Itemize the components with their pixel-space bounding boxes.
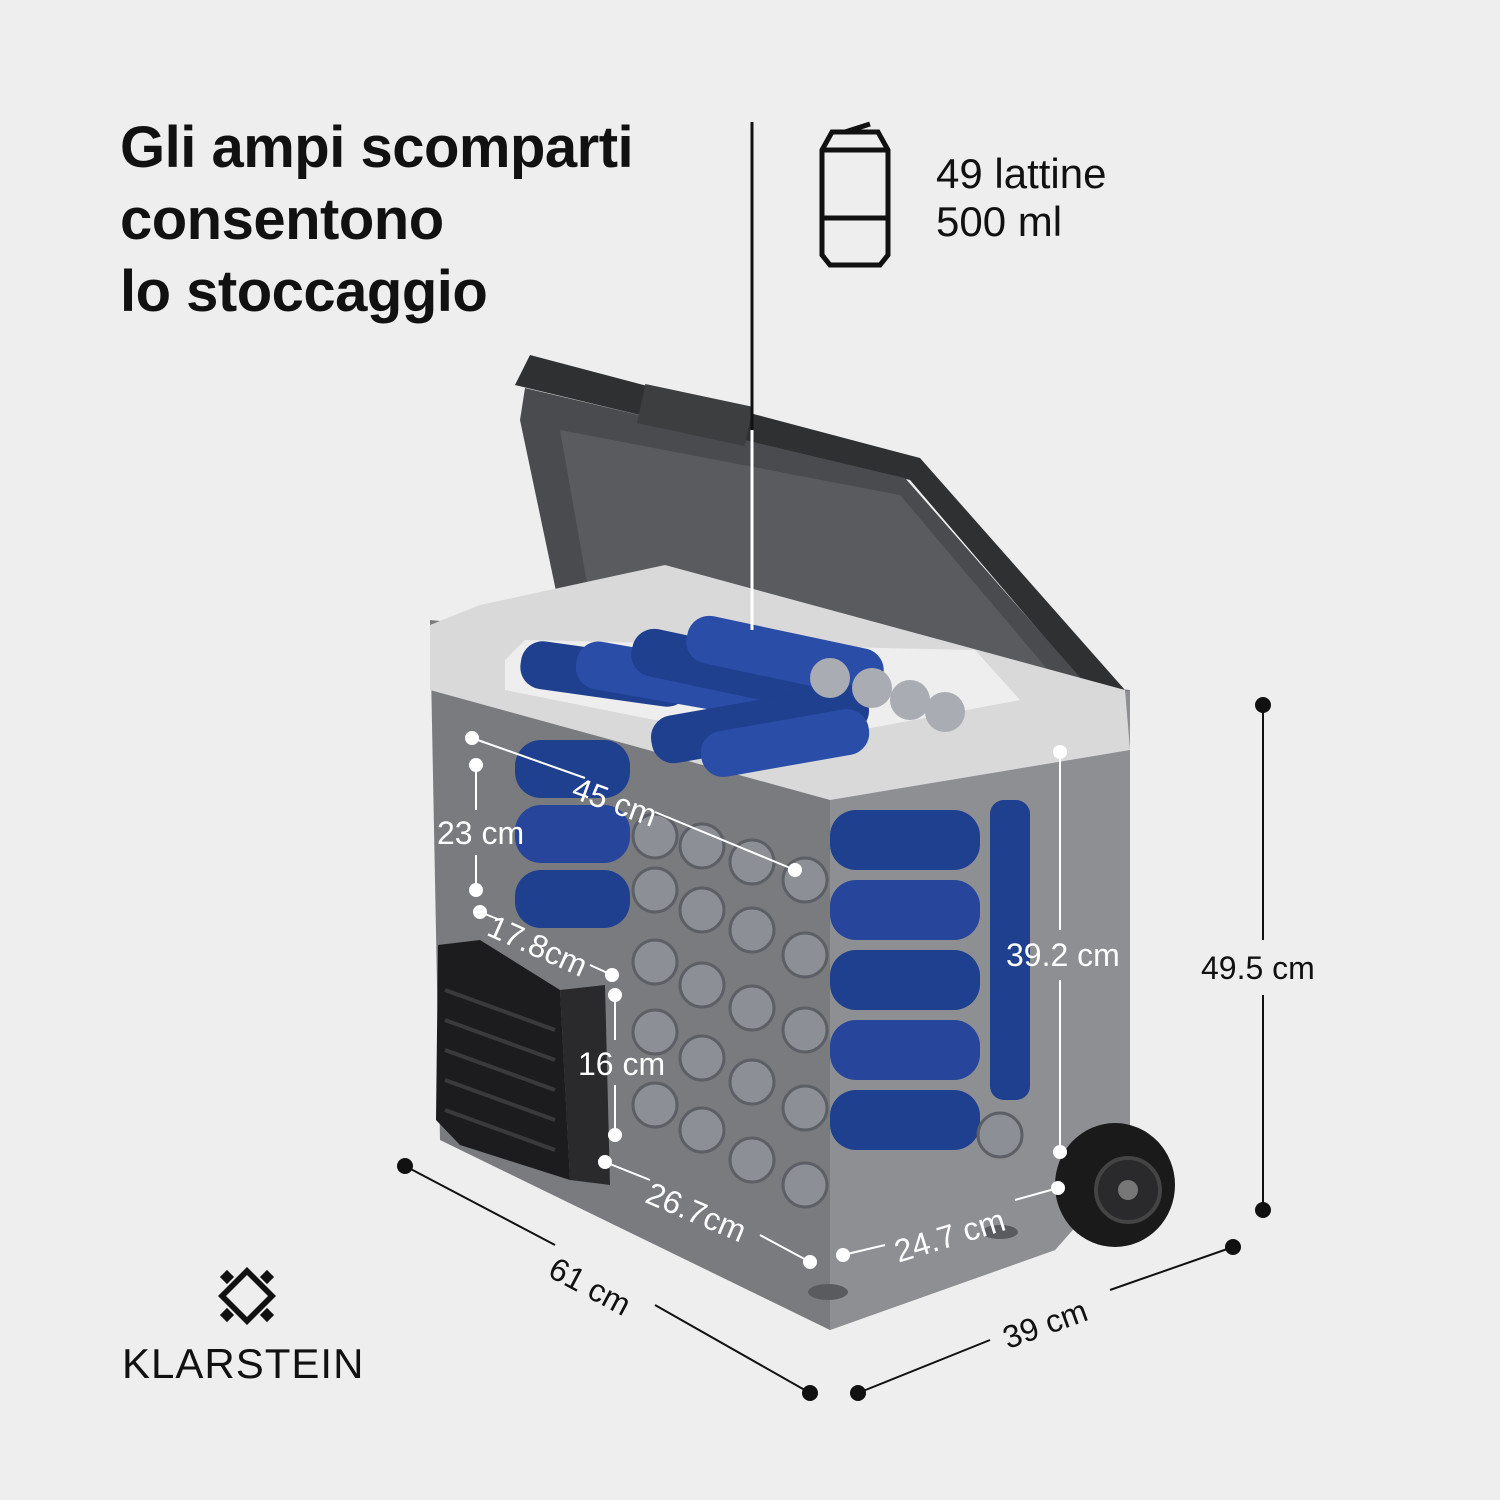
klarstein-logo-icon [218,1267,276,1325]
headline-line-1: Gli ampi scomparti [120,115,634,180]
capacity-text: 49 lattine 500 ml [936,150,1106,246]
inner-dimension-lines [465,731,1067,1269]
dim-total-height: 49.5 cm [1201,950,1315,986]
headline-line-3: lo stoccaggio [120,259,488,324]
can-count: 49 lattine [936,150,1107,197]
outer-dimension-lines [397,697,1271,1401]
brand-name: KLARSTEIN [122,1340,365,1387]
wheel [1055,1123,1175,1247]
dim-upper-height: 23 cm [437,815,525,851]
can-volume: 500 ml [936,198,1063,245]
stacked-cans-side [515,740,1030,1150]
headline-line-2: consentono [120,187,444,252]
compressor-unit [436,940,610,1185]
beverage-can-icon [819,121,891,268]
foot [808,1284,848,1300]
can-ends-grid [631,812,1024,1209]
dim-inner-height: 39.2 cm [1006,937,1120,973]
dim-step-height: 16 cm [578,1046,666,1082]
headline: Gli ampi scomparti consentono lo stoccag… [120,112,634,328]
foot [982,1225,1018,1239]
top-cans [520,615,965,777]
